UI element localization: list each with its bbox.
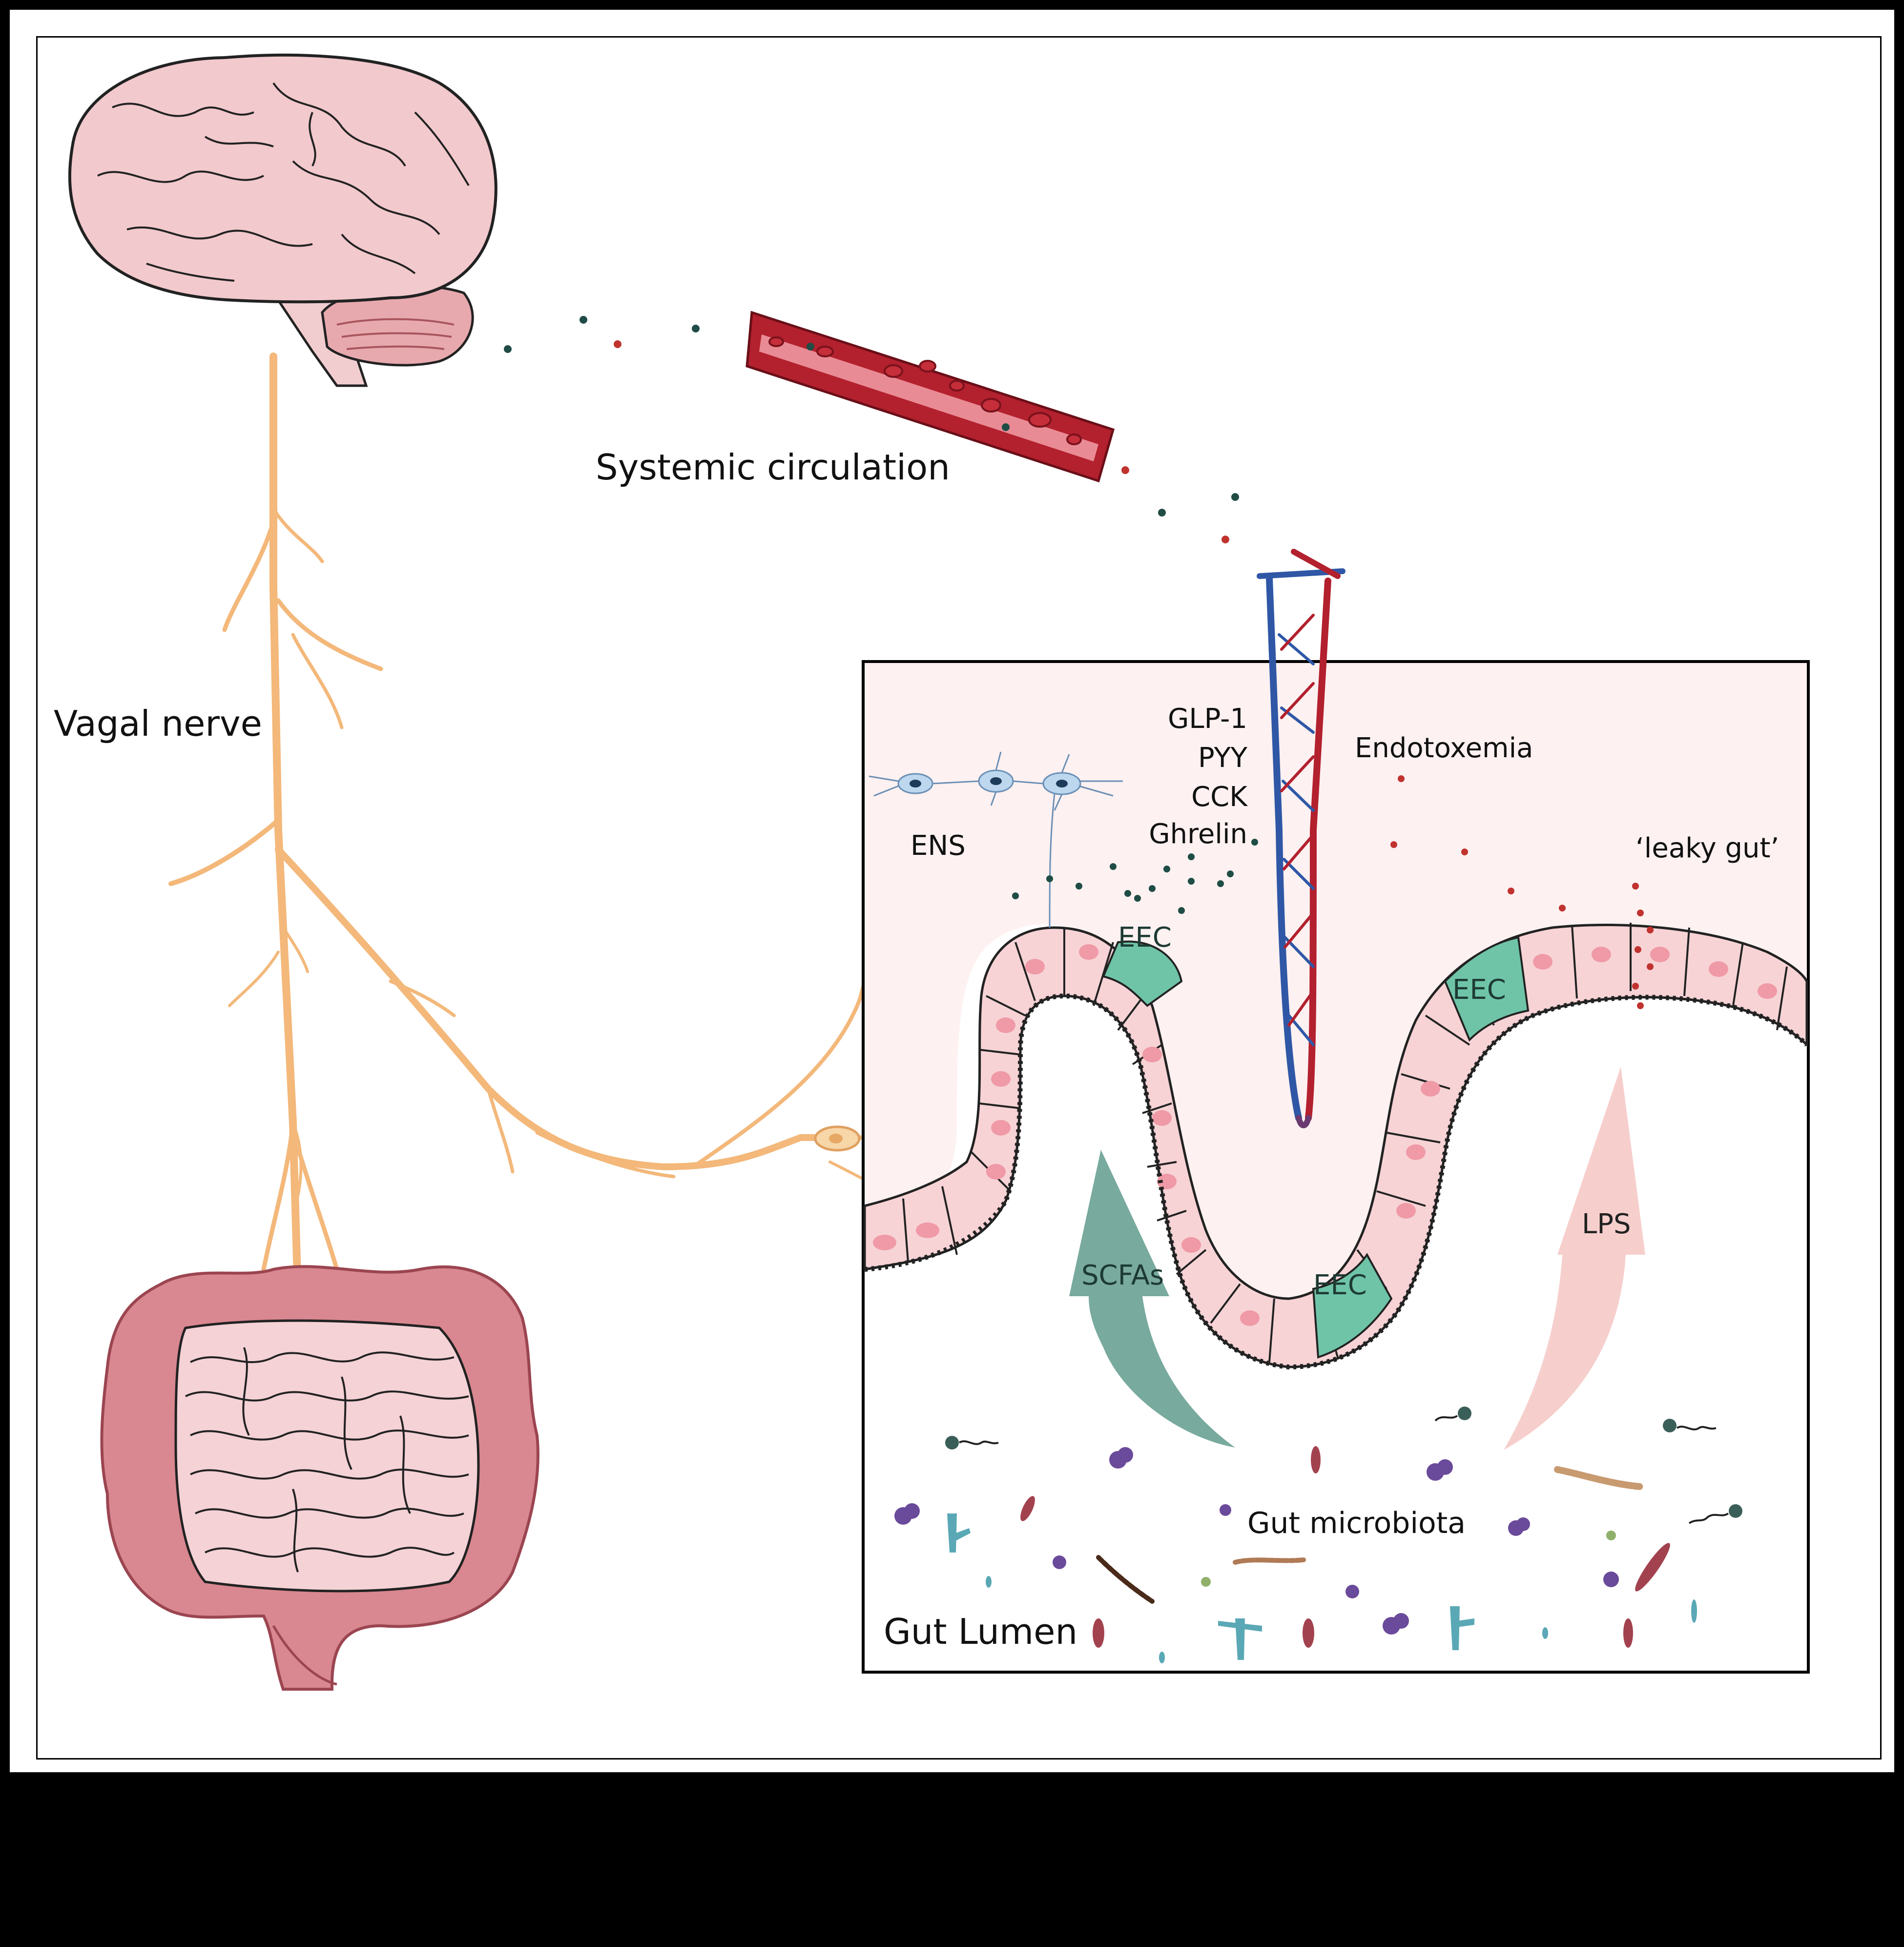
intestine-icon [100,1265,539,1691]
gut-microbiota-label: Gut microbiota [1247,1506,1466,1540]
vagal-nerve-label: Vagal nerve [54,703,262,744]
lps-arrow [1504,1067,1645,1450]
hormone-dots-trail [504,316,1239,543]
hormone-label-ghrelin: Ghrelin [1149,818,1247,850]
gut-microbiota-icons [894,1407,1742,1663]
ganglion-icon [814,1125,861,1152]
scfas-label: SCFAs [1081,1260,1164,1291]
endotoxin-dots [1390,775,1654,1009]
leaky-gut-label: ‘leaky gut’ [1635,832,1780,864]
hormone-label-glp1: GLP-1 [1168,703,1247,735]
gut-lumen-label: Gut Lumen [884,1611,1078,1652]
hormone-label-cck: CCK [1191,781,1247,813]
eec-label-2: EEC [1452,974,1506,1006]
brain-icon [68,53,497,387]
vagal-nerve-icon [168,352,969,1298]
blood-vessel-icon [745,311,1115,483]
capillary-icon [1257,549,1345,1128]
gut-wall-inset [862,549,1810,1674]
figure-frame [36,36,1882,1760]
eec-label-1: EEC [1118,922,1172,953]
scfa-arrow [1069,1150,1235,1448]
systemic-circulation-label: Systemic circulation [596,447,950,488]
endotoxemia-label: Endotoxemia [1355,732,1533,764]
lps-label: LPS [1582,1208,1631,1240]
ens-neurons-icon [869,751,1123,928]
hormone-label-pyy: PYY [1198,742,1247,774]
eec-label-3: EEC [1313,1269,1367,1301]
ens-label: ENS [911,830,966,862]
hormone-dots [1012,839,1258,914]
eec-cells [1102,936,1530,1359]
